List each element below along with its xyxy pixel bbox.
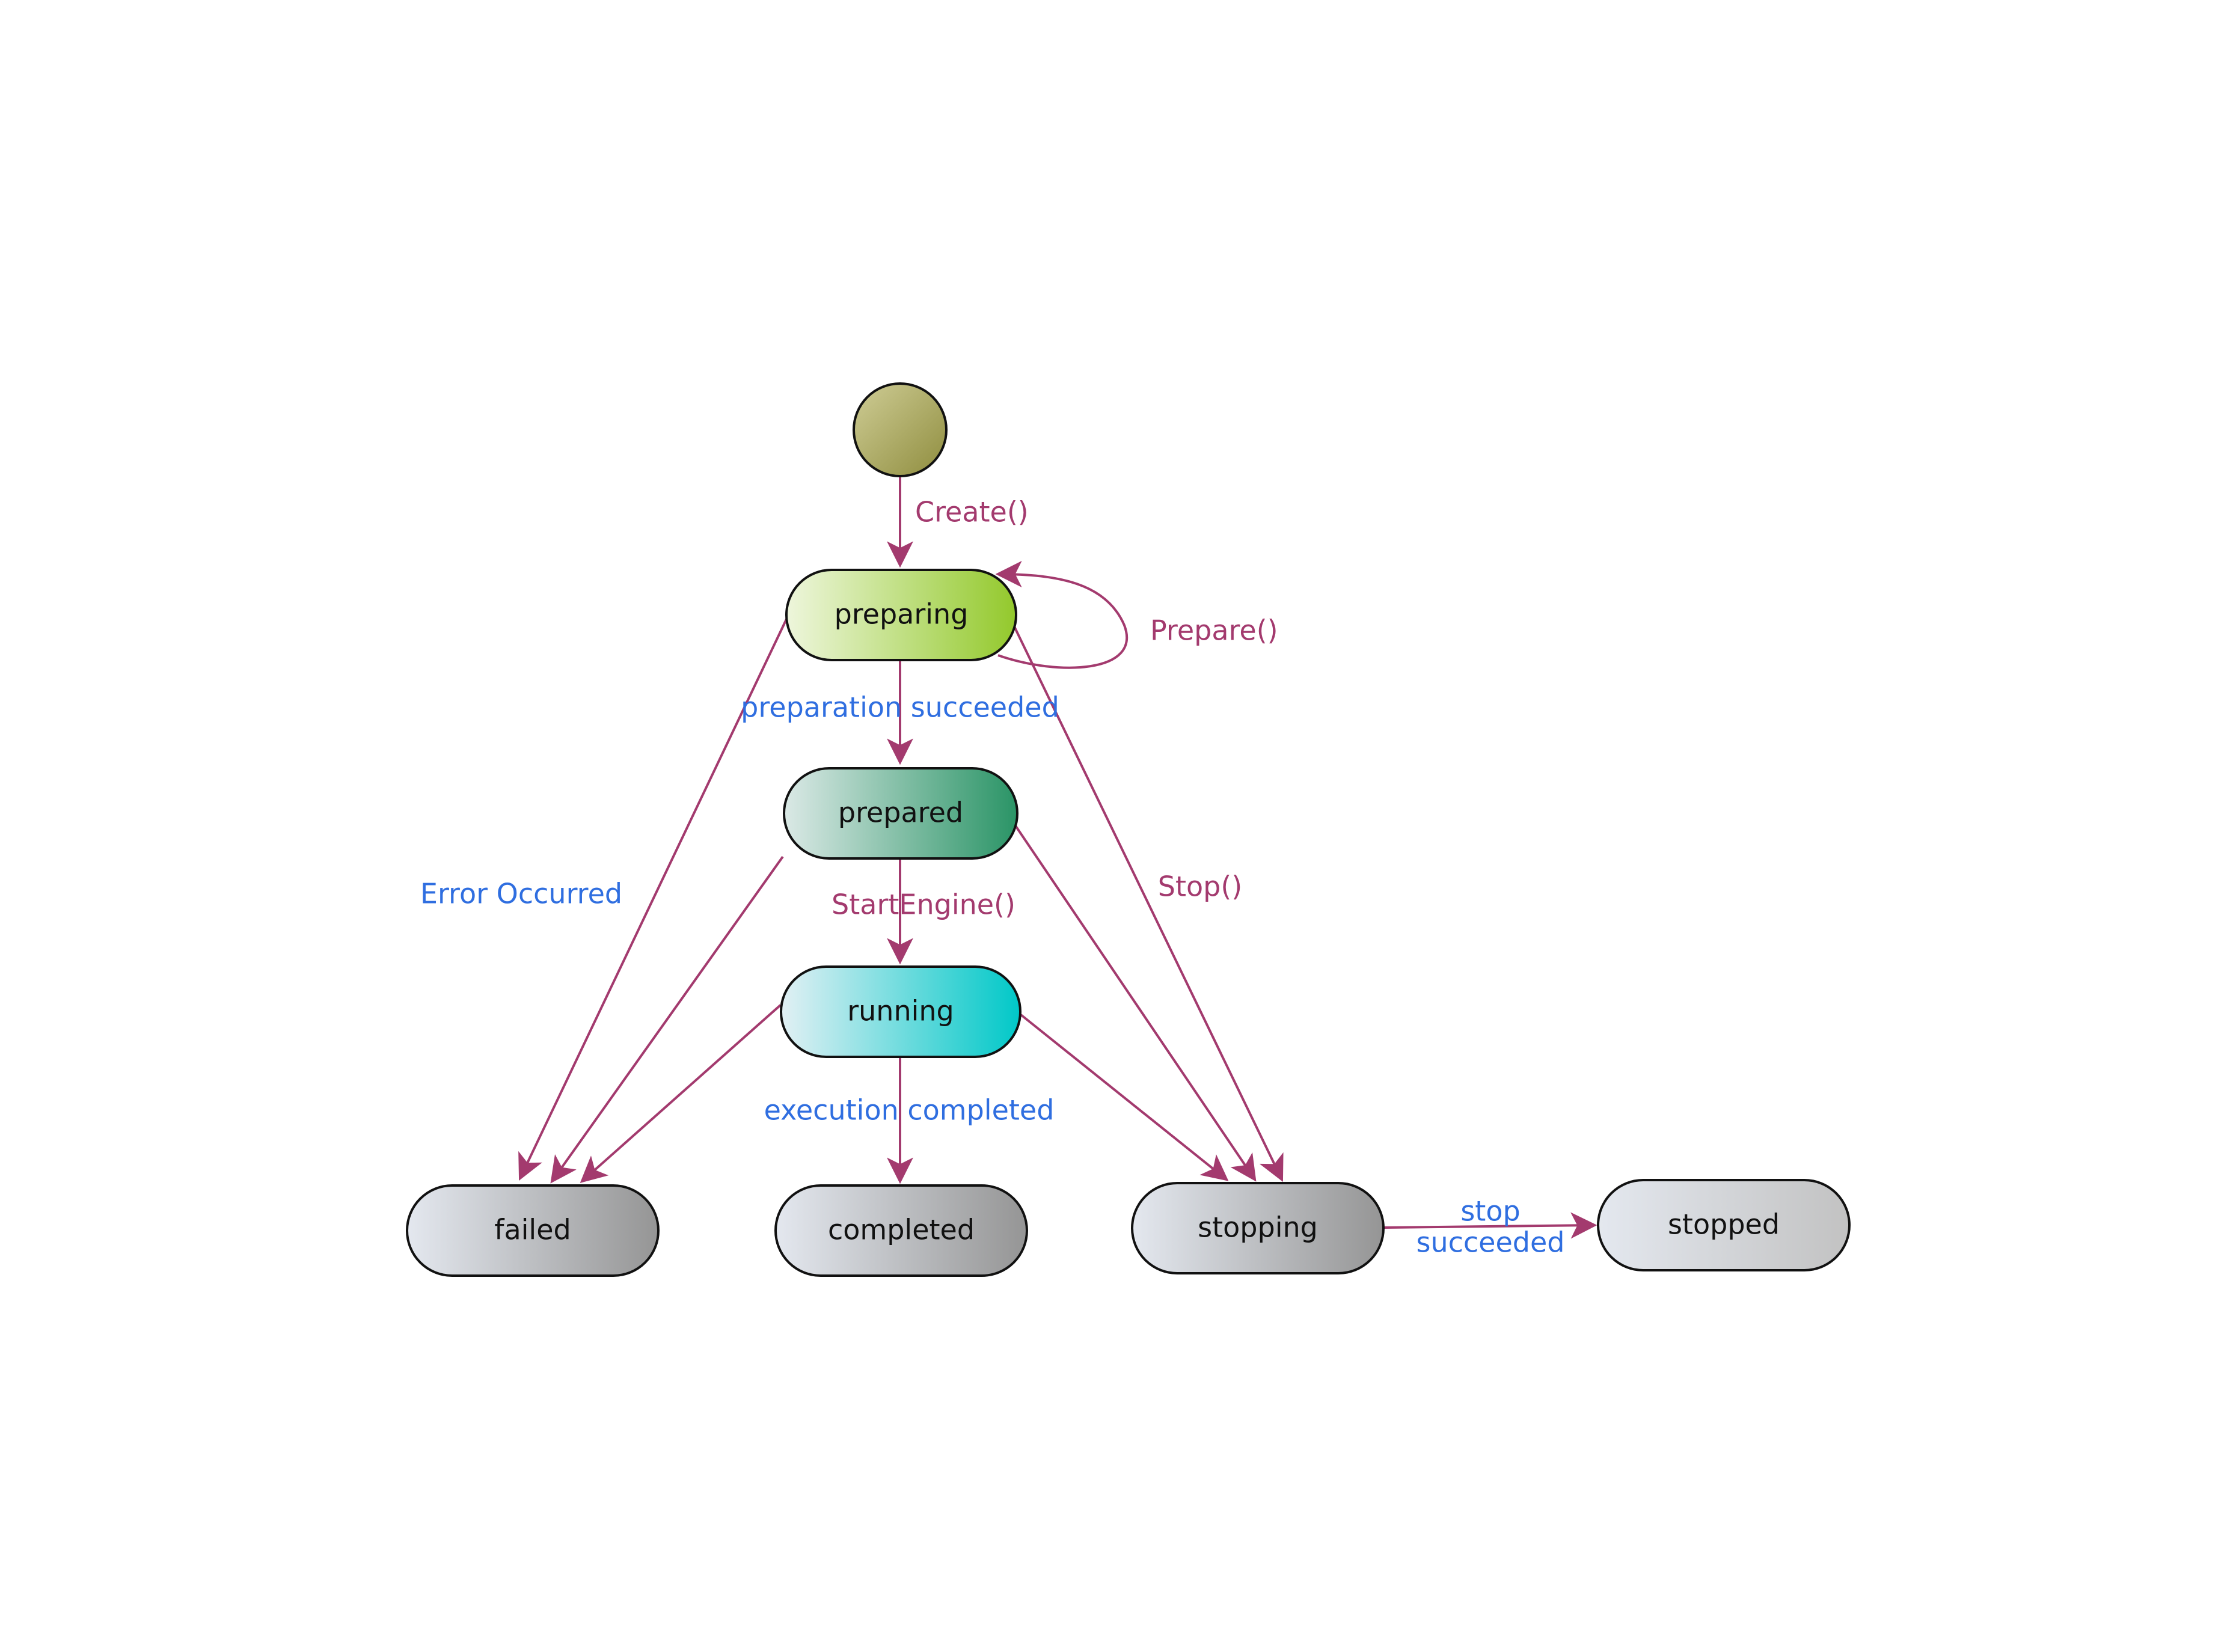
state-failed[interactable]: failed — [406, 1184, 660, 1277]
label-stop: Stop() — [1158, 870, 1242, 903]
label-execution-completed: execution completed — [764, 1094, 1055, 1127]
state-stopping[interactable]: stopping — [1131, 1182, 1385, 1274]
state-completed[interactable]: completed — [774, 1184, 1028, 1277]
state-prepared-label: prepared — [838, 797, 963, 829]
state-running-label: running — [847, 995, 954, 1027]
state-prepared[interactable]: prepared — [783, 767, 1018, 860]
label-create: Create() — [915, 496, 1029, 528]
state-stopped-label: stopped — [1668, 1208, 1780, 1241]
label-preparation-succeeded: preparation succeeded — [741, 691, 1059, 724]
edge-prepared-failed[interactable] — [550, 855, 784, 1184]
label-prepare: Prepare() — [1150, 614, 1278, 647]
edge-prepare-loop[interactable] — [995, 561, 1129, 669]
edge-running-stopping[interactable] — [1020, 1014, 1229, 1181]
label-stop-succeeded-line1: stop — [1460, 1195, 1520, 1228]
state-failed-label: failed — [494, 1214, 571, 1246]
label-stop-succeeded-line2: succeeded — [1416, 1226, 1564, 1259]
edge-preparing-failed[interactable] — [518, 619, 788, 1181]
edge-prepared-stopping[interactable] — [1015, 825, 1257, 1182]
states: preparing prepared running failed comple… — [406, 382, 1851, 1277]
initial-state-node[interactable] — [853, 382, 948, 477]
transition-labels: Create() Prepare() preparation succeeded… — [420, 496, 1565, 1259]
state-preparing-label: preparing — [835, 598, 969, 631]
state-completed-label: completed — [828, 1214, 975, 1246]
state-preparing[interactable]: preparing — [785, 569, 1017, 661]
edge-running-failed[interactable] — [580, 1004, 782, 1183]
state-stopped[interactable]: stopped — [1597, 1179, 1851, 1271]
state-stopping-label: stopping — [1198, 1211, 1318, 1244]
transitions — [518, 476, 1597, 1239]
label-start-engine: StartEngine() — [832, 889, 1015, 921]
edge-stop-succeeded[interactable] — [1383, 1212, 1597, 1239]
label-error-occurred: Error Occurred — [420, 878, 622, 910]
edge-preparing-stopping[interactable] — [1012, 623, 1284, 1182]
state-running[interactable]: running — [780, 965, 1021, 1058]
